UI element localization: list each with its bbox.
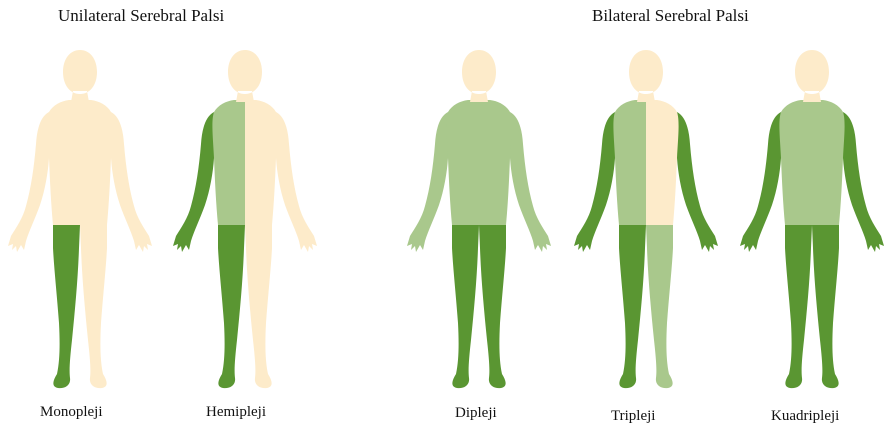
dipleji-figure — [402, 48, 556, 393]
body-silhouette — [402, 48, 556, 393]
torso-right-region — [80, 100, 113, 225]
leg-right-region — [812, 225, 839, 388]
torso-left-region — [613, 100, 646, 225]
arm-left-region — [173, 112, 214, 252]
torso-left-region — [212, 100, 245, 225]
hemipleji-label: Hemipleji — [206, 404, 266, 421]
arm-left-region — [740, 112, 781, 252]
leg-right-region — [646, 225, 673, 388]
arm-right-region — [677, 112, 718, 252]
head-region — [795, 50, 829, 102]
arm-left-region — [8, 112, 49, 252]
torso-left-region — [779, 100, 812, 225]
torso-right-region — [646, 100, 679, 225]
head-region — [629, 50, 663, 102]
unilateral-group-title: Unilateral Serebral Palsi — [58, 6, 224, 26]
leg-left-region — [619, 225, 646, 388]
torso-left-region — [47, 100, 80, 225]
tripleji-label: Tripleji — [611, 408, 655, 425]
bilateral-group-title: Bilateral Serebral Palsi — [592, 6, 749, 26]
body-silhouette — [735, 48, 887, 393]
body-silhouette — [3, 48, 157, 393]
arm-left-region — [407, 112, 448, 252]
leg-right-region — [245, 225, 272, 388]
head-region — [63, 50, 97, 102]
torso-right-region — [812, 100, 845, 225]
torso-right-region — [479, 100, 512, 225]
arm-right-region — [276, 112, 317, 252]
leg-right-region — [479, 225, 506, 388]
monopleji-figure — [3, 48, 157, 393]
arm-right-region — [843, 112, 884, 252]
leg-left-region — [452, 225, 479, 388]
body-silhouette — [168, 48, 322, 393]
arm-left-region — [574, 112, 615, 252]
hemipleji-figure — [168, 48, 322, 393]
dipleji-label: Dipleji — [455, 405, 497, 422]
body-silhouette — [569, 48, 723, 393]
torso-right-region — [245, 100, 278, 225]
leg-left-region — [218, 225, 245, 388]
arm-right-region — [510, 112, 551, 252]
kuadripleji-figure — [735, 48, 887, 393]
monopleji-label: Monopleji — [40, 404, 103, 421]
leg-right-region — [80, 225, 107, 388]
tripleji-figure — [569, 48, 723, 393]
leg-left-region — [785, 225, 812, 388]
kuadripleji-label: Kuadripleji — [771, 408, 839, 425]
torso-left-region — [446, 100, 479, 225]
arm-right-region — [111, 112, 152, 252]
head-region — [462, 50, 496, 102]
leg-left-region — [53, 225, 80, 388]
head-region — [228, 50, 262, 102]
